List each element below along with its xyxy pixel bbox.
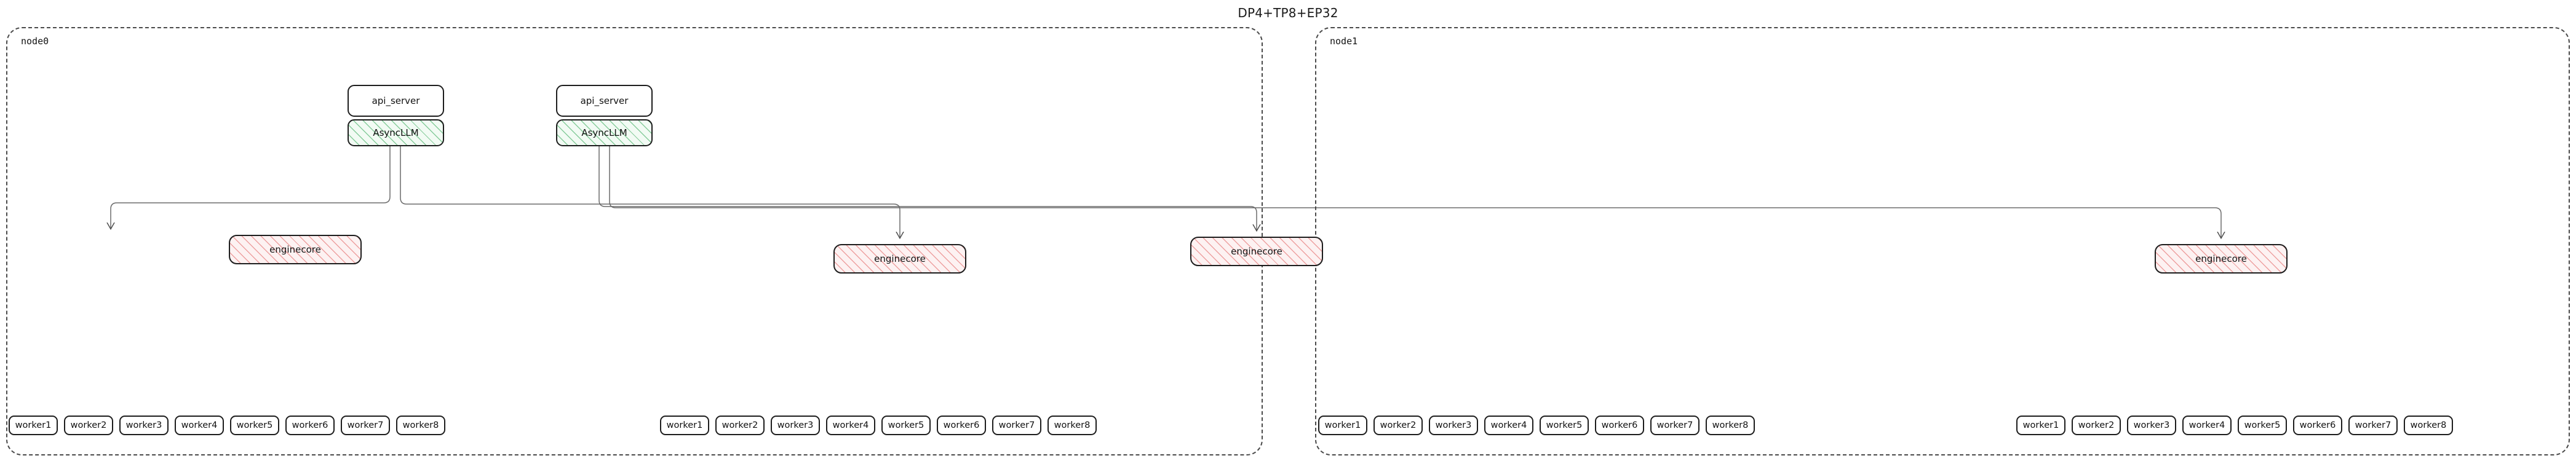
- worker-box[interactable]: worker6: [2293, 416, 2342, 435]
- worker-box[interactable]: worker8: [396, 416, 445, 435]
- worker-box[interactable]: worker8: [1706, 416, 1755, 435]
- worker-box[interactable]: worker1: [660, 416, 709, 435]
- node-panel-node1: node1: [1315, 27, 2570, 455]
- worker-box[interactable]: worker5: [881, 416, 931, 435]
- node-label: node1: [1330, 36, 1358, 47]
- worker-box[interactable]: worker4: [1484, 416, 1533, 435]
- worker-box[interactable]: worker8: [1047, 416, 1097, 435]
- node-label: node0: [21, 36, 49, 47]
- worker-box[interactable]: worker3: [119, 416, 169, 435]
- worker-box[interactable]: worker4: [826, 416, 875, 435]
- worker-box[interactable]: worker3: [1429, 416, 1478, 435]
- worker-box[interactable]: worker6: [285, 416, 335, 435]
- worker-box[interactable]: worker5: [230, 416, 279, 435]
- worker-box[interactable]: worker5: [2238, 416, 2287, 435]
- page-title: DP4+TP8+EP32: [1238, 6, 1338, 20]
- worker-box[interactable]: worker7: [1650, 416, 1699, 435]
- worker-box[interactable]: worker4: [175, 416, 224, 435]
- worker-box[interactable]: worker2: [1373, 416, 1423, 435]
- enginecore-box[interactable]: enginecore: [1190, 237, 1323, 266]
- worker-box[interactable]: worker7: [992, 416, 1041, 435]
- api-server-box[interactable]: api_server: [556, 85, 653, 117]
- worker-box[interactable]: worker3: [771, 416, 820, 435]
- worker-box[interactable]: worker2: [64, 416, 113, 435]
- worker-box[interactable]: worker6: [1595, 416, 1644, 435]
- async-llm-box[interactable]: AsyncLLM: [348, 119, 444, 146]
- worker-box[interactable]: worker1: [1318, 416, 1367, 435]
- worker-box[interactable]: worker1: [9, 416, 58, 435]
- worker-box[interactable]: worker8: [2404, 416, 2453, 435]
- worker-box[interactable]: worker2: [2072, 416, 2121, 435]
- worker-box[interactable]: worker1: [2016, 416, 2065, 435]
- enginecore-box[interactable]: enginecore: [833, 244, 966, 274]
- worker-box[interactable]: worker3: [2127, 416, 2176, 435]
- enginecore-box[interactable]: enginecore: [229, 235, 362, 264]
- worker-box[interactable]: worker5: [1540, 416, 1589, 435]
- worker-box[interactable]: worker2: [715, 416, 765, 435]
- enginecore-box[interactable]: enginecore: [2155, 244, 2288, 274]
- worker-box[interactable]: worker7: [2348, 416, 2398, 435]
- api-server-box[interactable]: api_server: [348, 85, 444, 117]
- async-llm-box[interactable]: AsyncLLM: [556, 119, 653, 146]
- worker-box[interactable]: worker6: [937, 416, 986, 435]
- worker-box[interactable]: worker4: [2182, 416, 2232, 435]
- worker-box[interactable]: worker7: [341, 416, 390, 435]
